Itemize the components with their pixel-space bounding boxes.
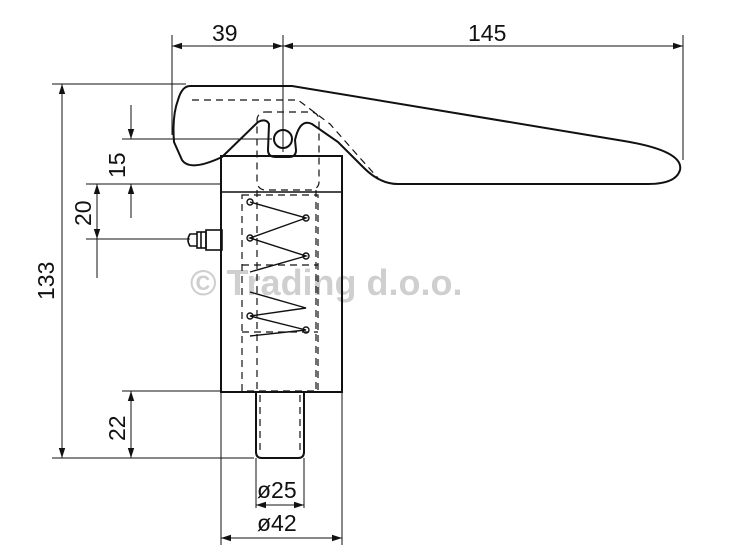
- extension-lines: [52, 35, 684, 545]
- dim-label-39: 39: [212, 20, 238, 46]
- dim-label-22: 22: [104, 415, 130, 441]
- dim-label-145: 145: [468, 20, 506, 46]
- dim-label-133: 133: [33, 262, 59, 300]
- housing-body: [220, 155, 343, 393]
- watermark-text: © Trading d.o.o.: [190, 262, 463, 303]
- lever-handle: [172, 85, 682, 185]
- dim-label-15: 15: [104, 152, 130, 178]
- grease-nipple: [187, 229, 223, 251]
- spring: [246, 198, 310, 337]
- hidden-lines: [192, 99, 379, 450]
- dim-label-20: 20: [70, 200, 96, 226]
- dimension-lines: [58, 42, 683, 542]
- dim-label-25: ø25: [257, 477, 297, 503]
- dim-label-42: ø42: [257, 510, 297, 536]
- plunger-pin: [255, 392, 305, 459]
